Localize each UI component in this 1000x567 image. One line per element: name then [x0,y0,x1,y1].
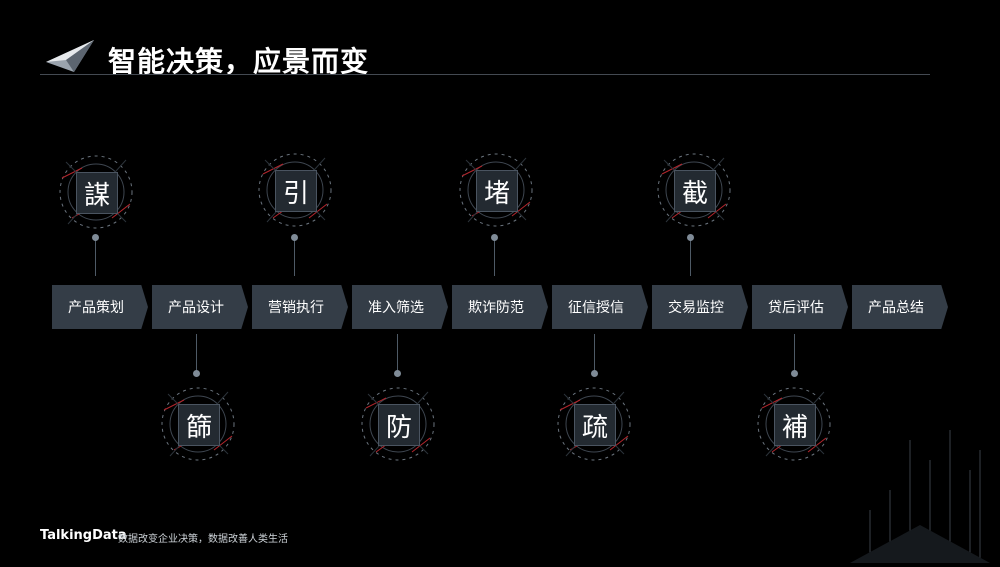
decorative-lines [780,430,1000,567]
defend-badge: 防 [354,380,442,468]
connector-line [196,334,197,372]
connector-line [690,238,691,276]
strategy-badge: 謀 [52,148,140,236]
connector-line [494,238,495,276]
footer-slogan: 数据改变企业决策，数据改善人类生活 [118,530,288,545]
connector-dot [491,234,498,241]
connector-dot [291,234,298,241]
filter-badge: 篩 [154,380,242,468]
connector-line [397,334,398,372]
connector-dot [791,370,798,377]
step-product-planning: 产品策划 [52,285,148,329]
attract-badge: 引 [251,146,339,234]
connector-dot [687,234,694,241]
block-badge: 堵 [452,146,540,234]
step-product-summary: 产品总结 [852,285,948,329]
step-post-loan-evaluation: 贷后评估 [752,285,848,329]
connector-dot [591,370,598,377]
connector-dot [394,370,401,377]
badge-character: 疏 [574,404,616,446]
connector-line [294,238,295,276]
step-marketing-execution: 营销执行 [252,285,348,329]
connector-line [95,238,96,276]
footer-brand-logo: TalkingData [40,528,127,543]
step-credit-granting: 征信授信 [552,285,648,329]
step-fraud-prevention: 欺诈防范 [452,285,548,329]
connector-line [794,334,795,372]
badge-character: 截 [674,170,716,212]
connector-line [594,334,595,372]
title-divider [40,74,930,75]
intercept-badge: 截 [650,146,738,234]
paper-plane-logo-icon [44,38,96,78]
step-product-design: 产品设计 [152,285,248,329]
connector-dot [193,370,200,377]
badge-character: 引 [275,170,317,212]
badge-character: 謀 [76,172,118,214]
step-transaction-monitoring: 交易监控 [652,285,748,329]
badge-character: 篩 [178,404,220,446]
step-admission-screening: 准入筛选 [352,285,448,329]
channel-badge: 疏 [550,380,638,468]
badge-character: 堵 [476,170,518,212]
badge-character: 防 [378,404,420,446]
